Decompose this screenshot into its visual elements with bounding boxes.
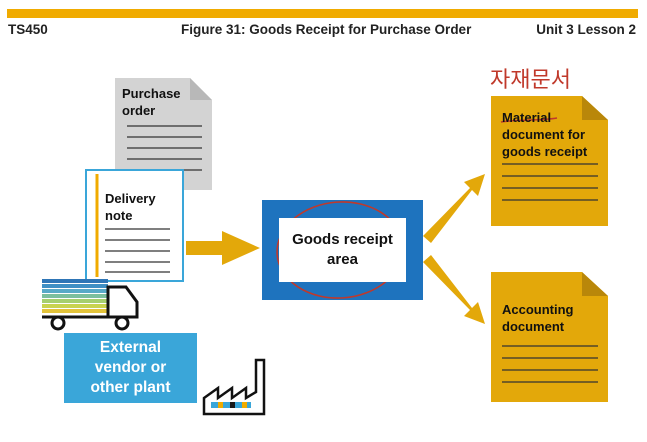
delivery-note-label: Delivery note	[105, 191, 156, 223]
top-accent-bar	[7, 9, 638, 18]
accounting-document	[491, 272, 608, 402]
truck-icon	[42, 279, 139, 331]
material-document-label: Material document for goods receipt	[502, 110, 588, 159]
external-vendor-box: External vendor or other plant	[64, 333, 197, 403]
external-vendor-label: External vendor or other plant	[90, 339, 171, 396]
course-code: TS450	[8, 22, 48, 37]
delivery-note-document	[85, 169, 184, 282]
factory-icon	[202, 358, 266, 416]
purchase-order-label: Purchase order	[122, 86, 181, 118]
figure-title: Figure 31: Goods Receipt for Purchase Or…	[181, 22, 472, 37]
handwritten-annotation: 자재문서	[490, 68, 571, 93]
material-document	[491, 96, 608, 226]
outbound-arrows	[423, 174, 485, 324]
goods-receipt-area: Goods receipt area	[279, 218, 406, 282]
accounting-document-label: Accounting document	[502, 302, 574, 334]
unit-lesson: Unit 3 Lesson 2	[536, 22, 636, 37]
goods-receipt-label: Goods receipt area	[292, 231, 393, 268]
inbound-arrow	[186, 231, 260, 265]
